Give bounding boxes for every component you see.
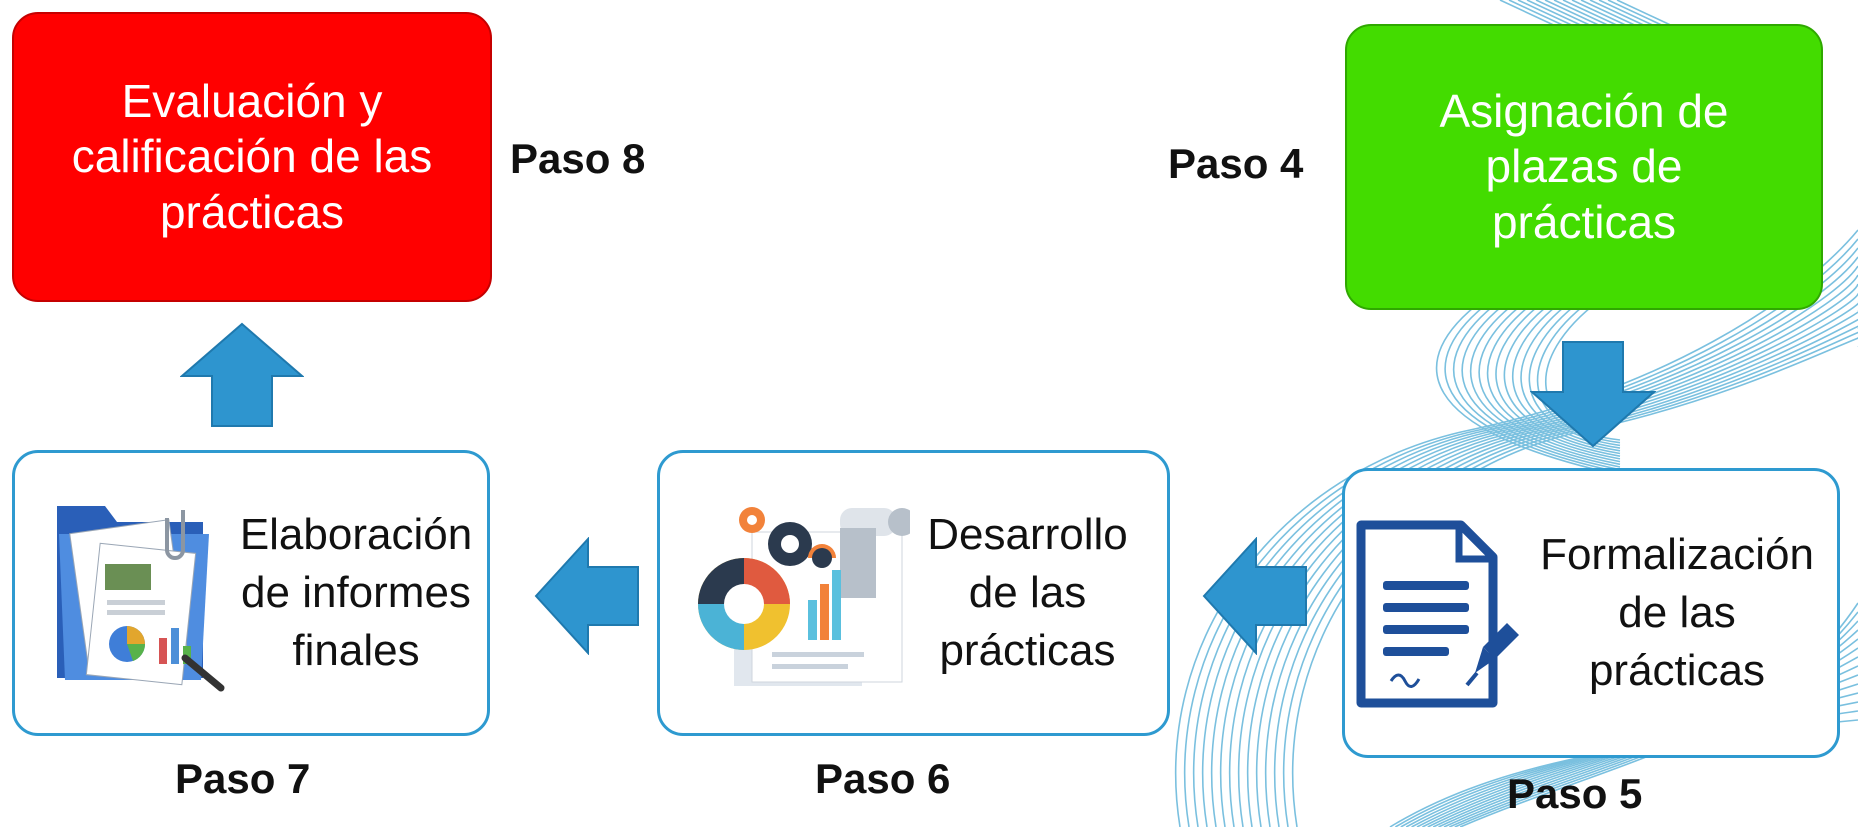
step-5-title: Formalización de las prácticas — [1540, 529, 1814, 696]
step-7-title: Elaboración de informes finales — [239, 509, 473, 676]
step-8-box: Evaluación y calificación de las práctic… — [12, 12, 492, 302]
step-6-title: Desarrollo de las prácticas — [927, 509, 1128, 676]
step-6-box: Desarrollo de las prácticas — [657, 450, 1170, 736]
step-7-label: Paso 7 — [175, 755, 311, 802]
step-8-label: Paso 8 — [510, 135, 646, 182]
arrow-left-icon — [534, 537, 639, 655]
arrow-up-icon — [180, 322, 304, 427]
document-signature-icon — [1356, 520, 1519, 708]
step-4-box: Asignación de plazas de prácticas — [1345, 24, 1823, 310]
step-4-title: Asignación de plazas de prácticas — [1439, 85, 1729, 248]
step-5-label: Paso 5 — [1507, 770, 1643, 817]
step-4-label: Paso 4 — [1168, 140, 1304, 187]
step-7-box: Elaboración de informes finales — [12, 450, 490, 736]
folder-documents-icon — [57, 506, 225, 692]
arrow-down-icon — [1530, 341, 1656, 448]
step-5-box: Formalización de las prácticas — [1342, 468, 1840, 758]
step-6-label: Paso 6 — [815, 755, 951, 802]
step-8-title: Evaluación y calificación de las práctic… — [71, 75, 433, 238]
gears-report-icon — [698, 507, 910, 686]
arrow-left-icon — [1202, 537, 1307, 655]
